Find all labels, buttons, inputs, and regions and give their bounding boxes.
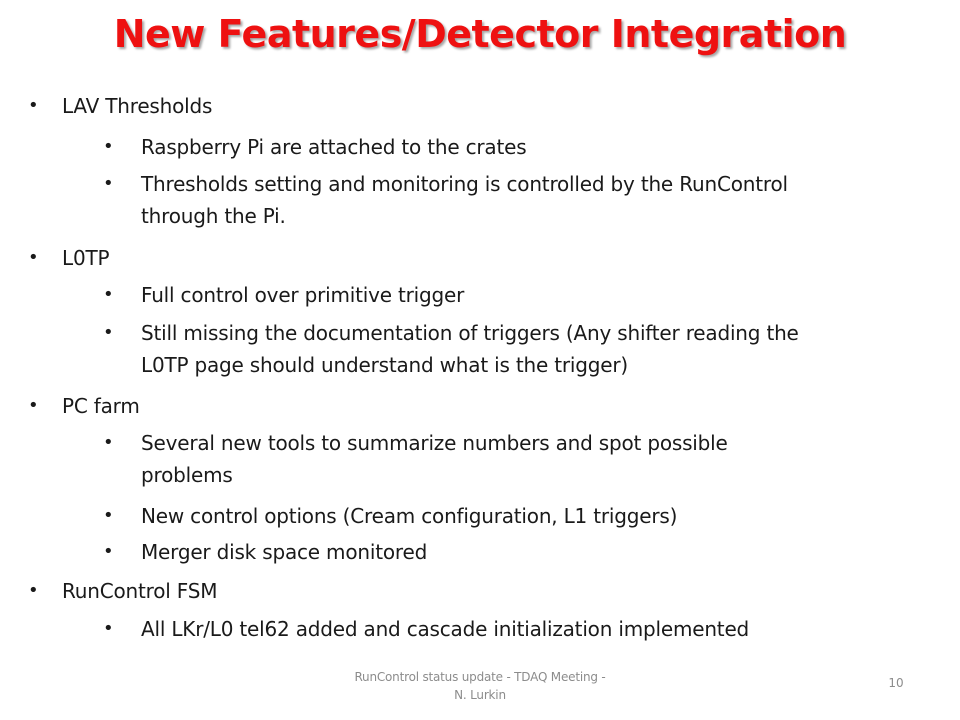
footer-line-2: N. Lurkin	[454, 688, 506, 702]
sub-bullet-merger-disk: Merger disk space monitored	[141, 540, 428, 564]
sub-bullet-lkr-tel62: All LKr/L0 tel62 added and cascade initi…	[141, 617, 750, 641]
bullet-l0tp: L0TP	[62, 246, 110, 270]
slide-footer: RunControl status update - TDAQ Meeting …	[330, 668, 630, 704]
sub-bullet-thresholds-line2: through the Pi.	[141, 204, 286, 228]
bullet-icon: •	[103, 322, 114, 343]
bullet-icon: •	[103, 173, 114, 194]
bullet-icon: •	[103, 432, 114, 453]
bullet-icon: •	[103, 136, 114, 157]
bullet-icon: •	[103, 284, 114, 305]
bullet-runcontrol-fsm: RunControl FSM	[62, 579, 218, 603]
bullet-lav-thresholds: LAV Thresholds	[62, 94, 213, 118]
sub-bullet-raspberry-pi: Raspberry Pi are attached to the crates	[141, 135, 527, 159]
sub-bullet-documentation-line2: L0TP page should understand what is the …	[141, 353, 628, 377]
slide-title: New Features/Detector Integration	[113, 12, 847, 56]
sub-bullet-documentation-line1: Still missing the documentation of trigg…	[141, 321, 799, 345]
sub-bullet-thresholds-line1: Thresholds setting and monitoring is con…	[141, 172, 788, 196]
sub-bullet-control-options: New control options (Cream configuration…	[141, 504, 678, 528]
sub-bullet-new-tools-line2: problems	[141, 463, 233, 487]
bullet-icon: •	[103, 618, 114, 639]
page-number: 10	[888, 676, 904, 690]
bullet-icon: •	[28, 247, 39, 268]
bullet-icon: •	[28, 95, 39, 116]
bullet-icon: •	[28, 580, 39, 601]
bullet-icon: •	[103, 541, 114, 562]
bullet-icon: •	[103, 505, 114, 526]
bullet-pc-farm: PC farm	[62, 394, 140, 418]
footer-line-1: RunControl status update - TDAQ Meeting …	[354, 670, 606, 684]
sub-bullet-new-tools-line1: Several new tools to summarize numbers a…	[141, 431, 728, 455]
bullet-icon: •	[28, 395, 39, 416]
sub-bullet-full-control: Full control over primitive trigger	[141, 283, 465, 307]
